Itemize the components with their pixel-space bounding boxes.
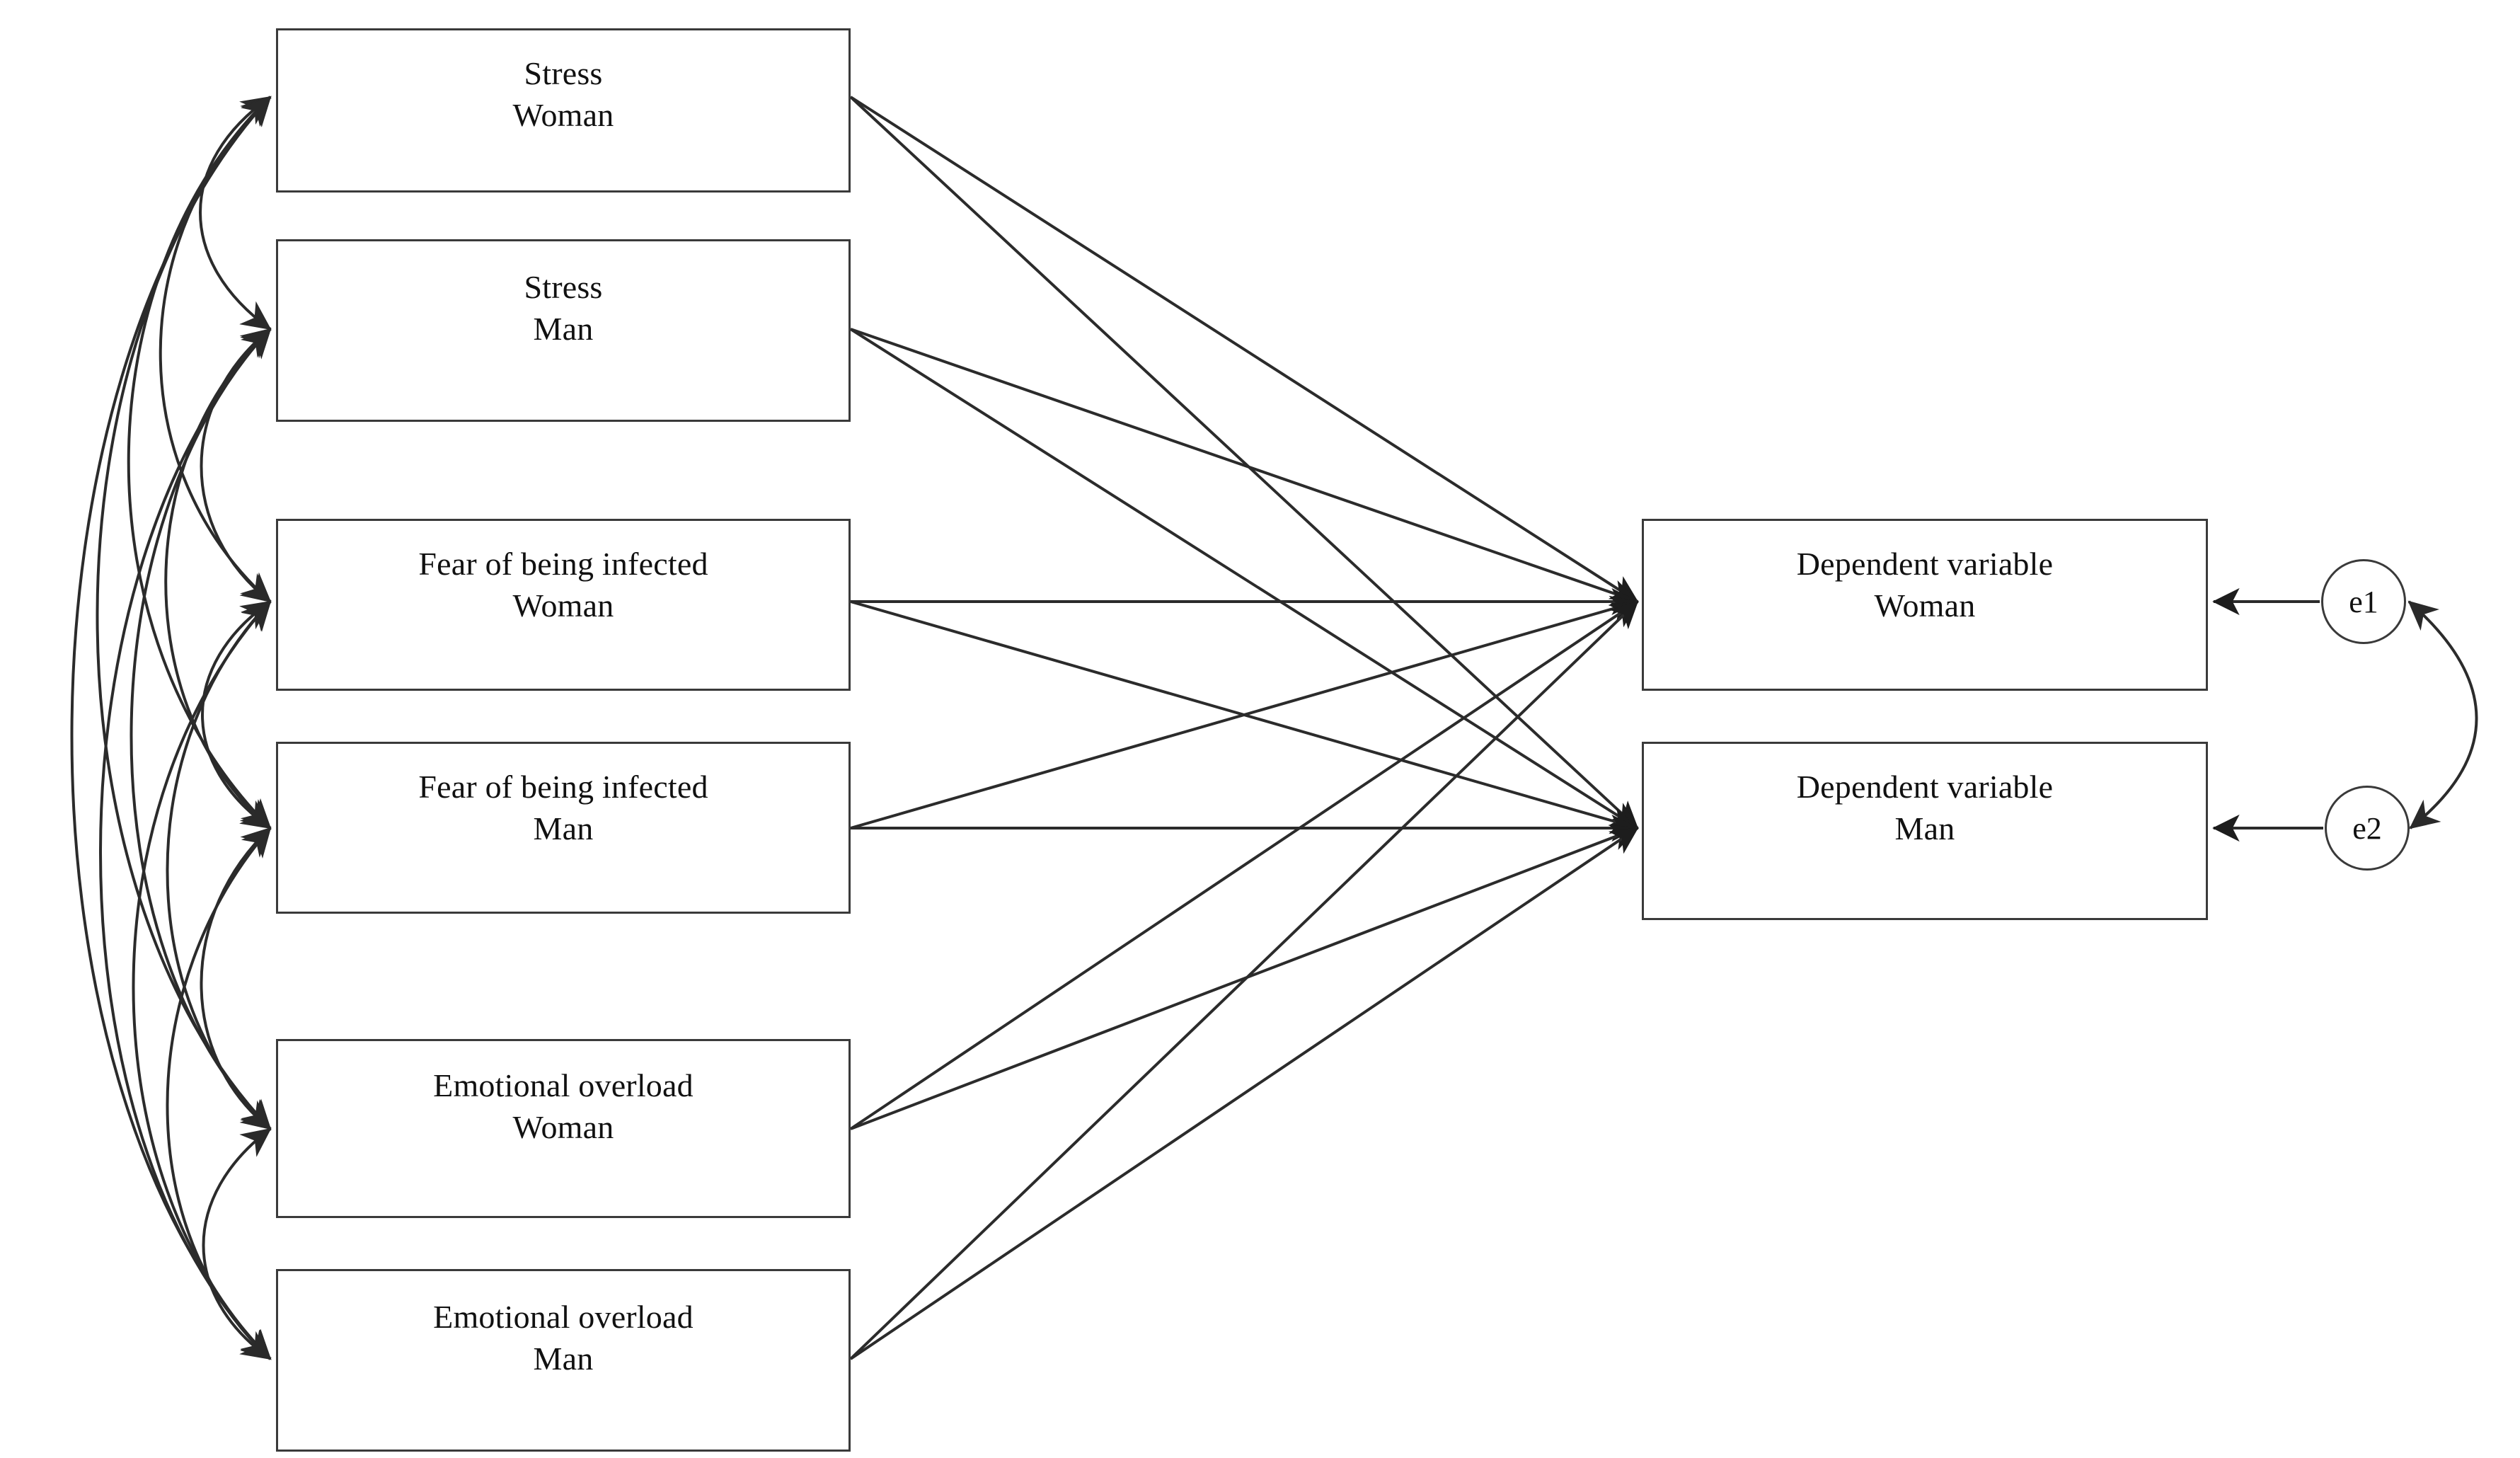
cov-fear-woman-emotional-woman bbox=[166, 600, 272, 1130]
node-label-line2: Man bbox=[533, 310, 594, 347]
path-emotional-man-to-dv-man bbox=[849, 827, 1639, 1360]
cov-stress-woman-emotional-woman bbox=[96, 96, 272, 1130]
cov-fear-man-emotional-man bbox=[166, 827, 272, 1360]
path-emotional-man-to-dv-woman bbox=[849, 600, 1639, 1360]
cov-emotional-woman-emotional-man bbox=[202, 1127, 272, 1360]
error-term-label: e2 bbox=[2352, 810, 2382, 846]
node-label-wrap: Fear of being infected Woman bbox=[278, 544, 848, 627]
node-label-line2: Man bbox=[533, 1340, 594, 1377]
node-fear-of-being-infected-man[interactable]: Fear of being infected Man bbox=[276, 742, 851, 914]
node-label-line1: Emotional overload bbox=[433, 1299, 694, 1335]
node-label-line2: Woman bbox=[1874, 587, 1976, 624]
node-label-wrap: Fear of being infected Man bbox=[278, 767, 848, 850]
node-fear-of-being-infected-woman[interactable]: Fear of being infected Woman bbox=[276, 519, 851, 691]
node-label-line1: Fear of being infected bbox=[418, 546, 708, 582]
cov-stress-man-emotional-man bbox=[99, 328, 272, 1360]
cov-stress-woman-stress-man bbox=[199, 96, 272, 331]
node-label-wrap: Stress Man bbox=[278, 267, 848, 350]
node-label-line1: Fear of being infected bbox=[418, 769, 708, 805]
node-label-wrap: Emotional overload Woman bbox=[278, 1065, 848, 1149]
error-path-group bbox=[2212, 587, 2323, 842]
node-label-line2: Woman bbox=[512, 96, 614, 133]
error-term-label: e1 bbox=[2349, 584, 2378, 619]
node-label-wrap: Dependent variable Woman bbox=[1644, 544, 2206, 627]
path-stress-man-to-dv-man bbox=[849, 328, 1639, 830]
node-dependent-variable-woman[interactable]: Dependent variable Woman bbox=[1642, 519, 2208, 691]
node-label-wrap: Dependent variable Man bbox=[1644, 767, 2206, 850]
node-label-line1: Dependent variable bbox=[1796, 546, 2054, 582]
path-emotional-woman-to-dv-woman bbox=[849, 600, 1639, 1130]
node-stress-man[interactable]: Stress Man bbox=[276, 239, 851, 422]
path-stress-man-to-dv-woman bbox=[850, 328, 1639, 607]
cov-stress-man-emotional-woman bbox=[130, 328, 272, 1130]
node-label-line2: Man bbox=[1894, 810, 1955, 846]
cov-e1-e2 bbox=[2407, 600, 2478, 830]
node-label-line1: Dependent variable bbox=[1796, 769, 2054, 805]
node-label-line1: Stress bbox=[524, 269, 603, 305]
node-emotional-overload-man[interactable]: Emotional overload Man bbox=[276, 1269, 851, 1452]
covariance-arc-group bbox=[70, 96, 2478, 1360]
cov-stress-man-fear-man bbox=[164, 328, 272, 830]
error-term-e2[interactable]: e2 bbox=[2325, 786, 2410, 871]
path-fear-man-to-dv-woman bbox=[850, 595, 1639, 830]
node-label-line2: Woman bbox=[512, 1108, 614, 1145]
regression-path-group bbox=[849, 96, 1639, 1360]
path-stress-woman-to-dv-man bbox=[849, 96, 1639, 830]
node-label-line1: Stress bbox=[524, 55, 603, 91]
node-label-wrap: Stress Woman bbox=[278, 53, 848, 137]
node-label-line2: Woman bbox=[512, 587, 614, 624]
node-dependent-variable-man[interactable]: Dependent variable Man bbox=[1642, 742, 2208, 920]
node-label-line1: Emotional overload bbox=[433, 1067, 694, 1103]
cov-fear-man-emotional-woman bbox=[200, 827, 272, 1130]
error-term-e1[interactable]: e1 bbox=[2321, 559, 2406, 644]
node-label-wrap: Emotional overload Man bbox=[278, 1297, 848, 1380]
cov-fear-woman-fear-man bbox=[201, 600, 272, 830]
path-stress-woman-to-dv-woman bbox=[849, 96, 1639, 603]
node-label-line2: Man bbox=[533, 810, 594, 846]
node-emotional-overload-woman[interactable]: Emotional overload Woman bbox=[276, 1039, 851, 1218]
node-stress-woman[interactable]: Stress Woman bbox=[276, 28, 851, 193]
